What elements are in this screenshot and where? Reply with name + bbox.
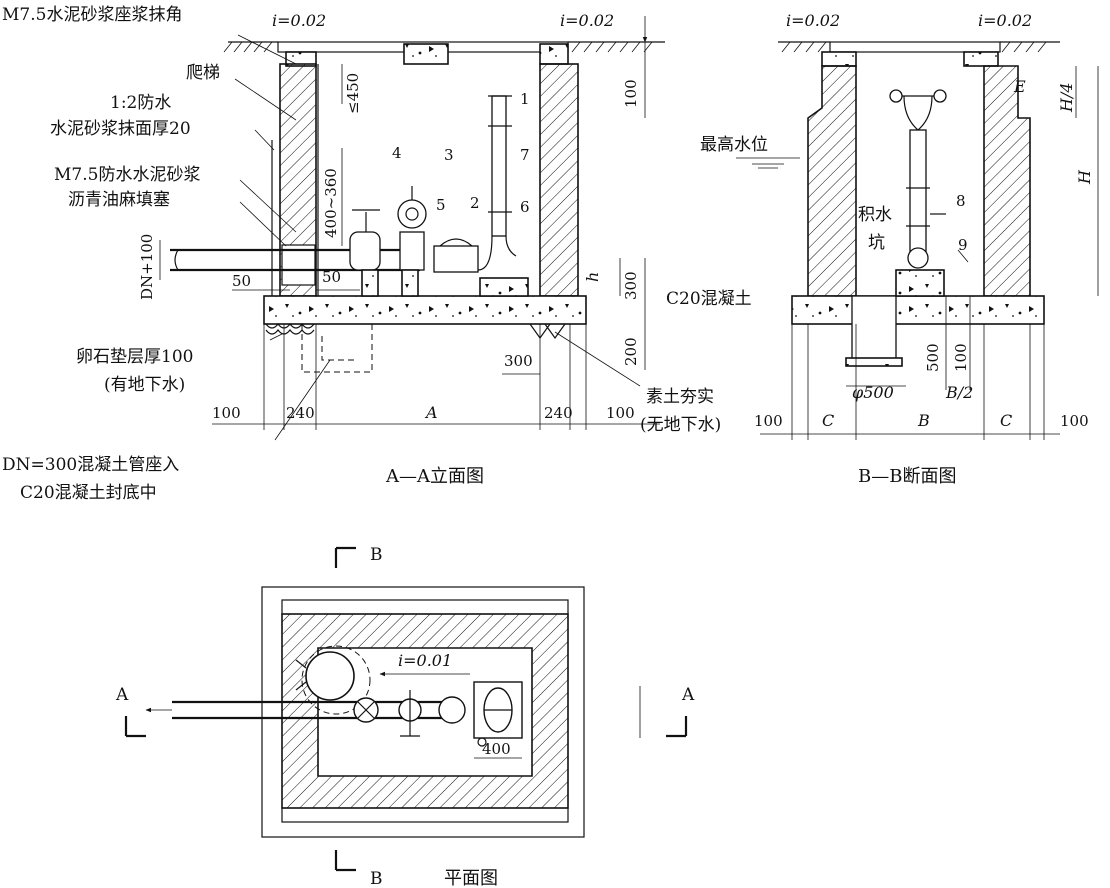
label-waterproof-1: 1:2防水 [110, 93, 171, 113]
label-gravel-2: (有地下水) [104, 375, 185, 395]
dim-240-right: 240 [544, 404, 573, 422]
section-mark-b-bottom: B [370, 869, 383, 888]
dim-phi500: φ500 [852, 383, 894, 402]
elevation-view [159, 16, 665, 441]
label-mortar-corner: M7.5水泥砂浆座浆抹角 [2, 5, 182, 25]
callout-7: 7 [520, 146, 530, 164]
dim-h: h [583, 272, 602, 282]
callout-3: 3 [444, 146, 454, 164]
label-pipe-seat-1: DN=300混凝土管座入 [2, 455, 179, 475]
dim-C-right: C [1000, 411, 1012, 430]
label-sump-2: 坑 [868, 233, 885, 253]
dim-C-left: C [822, 411, 834, 430]
label-sump-1: 积水 [858, 205, 892, 225]
callout-5: 5 [436, 196, 446, 214]
dim-B: B [917, 411, 930, 430]
dim-100-right: 100 [606, 404, 635, 422]
callout-1: 1 [520, 90, 530, 108]
label-gravel-1: 卵石垫层厚100 [76, 347, 193, 367]
plan-view [124, 546, 688, 872]
section-mark-b-top: B [370, 545, 383, 565]
dim-E: E [1013, 77, 1026, 96]
dim-100-bb-left: 100 [754, 412, 783, 430]
dim-240-left: 240 [286, 404, 315, 422]
dim-200: 200 [622, 337, 640, 366]
label-slope-bb-right: i=0.02 [978, 11, 1032, 30]
title-plan: 平面图 [444, 868, 498, 888]
section-mark-a-left: A [115, 685, 129, 705]
callout-8: 8 [956, 192, 966, 210]
dim-H4: H/4 [1057, 82, 1076, 113]
dim-H: H [1075, 169, 1094, 185]
label-waterproof-2: 水泥砂浆抹面厚20 [50, 119, 191, 139]
dim-300-right: 300 [622, 271, 640, 300]
title-elevation: A—A立面图 [385, 466, 484, 487]
callout-9: 9 [958, 236, 968, 254]
dim-400-360: 400~360 [322, 168, 340, 238]
label-slope-bb-left: i=0.02 [786, 11, 840, 30]
label-pipe-seat-2: C20混凝土封底中 [20, 483, 157, 503]
callout-6: 6 [520, 198, 530, 216]
dim-500: 500 [924, 343, 942, 372]
label-ladder: 爬梯 [186, 63, 220, 83]
label-slope-right: i=0.02 [560, 11, 614, 30]
section-mark-a-right: A [681, 685, 695, 705]
callout-2: 2 [470, 194, 480, 212]
dim-50-left: 50 [232, 272, 251, 290]
label-rammed-2: (无地下水) [640, 415, 721, 435]
dim-B2: B/2 [945, 383, 973, 402]
dim-400: 400 [482, 740, 511, 758]
section-view [736, 41, 1099, 440]
dim-dn100: DN+100 [138, 234, 156, 300]
dim-100-left: 100 [212, 404, 241, 422]
label-c20: C20混凝土 [666, 289, 752, 309]
label-high-water: 最高水位 [700, 135, 768, 155]
title-section: B—B断面图 [858, 466, 956, 487]
callout-4: 4 [392, 144, 402, 162]
dim-100-bb-right: 100 [1060, 412, 1089, 430]
dim-50-right: 50 [322, 268, 341, 286]
label-m75-mortar: M7.5防水水泥砂浆 [54, 165, 200, 185]
annotation-text: M7.5水泥砂浆座浆抹角 i=0.02 i=0.02 爬梯 1:2防水 水泥砂浆… [2, 5, 1094, 888]
dim-450: ≤450 [344, 73, 362, 114]
dim-A: A [424, 403, 438, 422]
label-asphalt-seal: 沥青油麻填塞 [68, 190, 170, 210]
label-slope-left: i=0.02 [272, 11, 326, 30]
label-slope-plan: i=0.01 [398, 651, 452, 670]
dim-100-bb: 100 [952, 343, 970, 372]
dim-300-bottom: 300 [504, 352, 533, 370]
label-rammed-1: 素土夯实 [646, 387, 714, 407]
dim-100-top: 100 [622, 79, 640, 108]
